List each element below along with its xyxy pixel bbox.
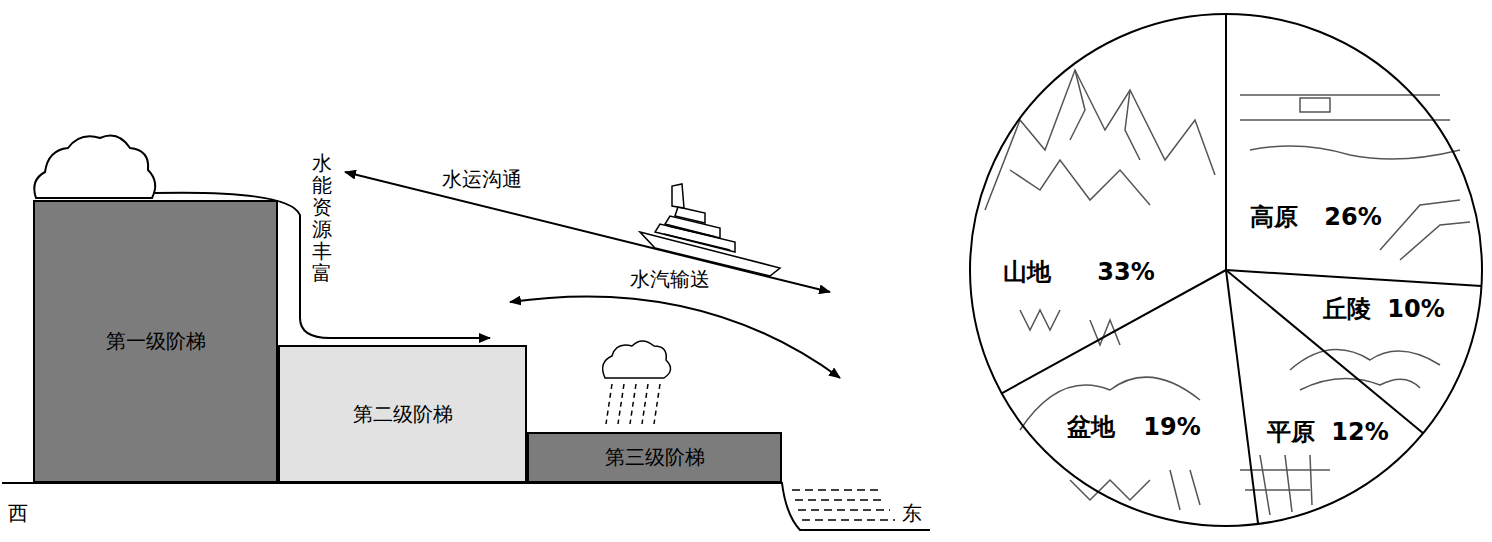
percentage: 19% xyxy=(1140,413,1203,441)
percentage: 10% xyxy=(1384,295,1447,323)
step-label: 第二级阶梯 xyxy=(353,401,453,428)
landform-name: 山地 xyxy=(1000,256,1054,288)
step-block: 第三级阶梯 xyxy=(527,432,782,483)
direction-label: 东 xyxy=(900,500,924,527)
percentage: 26% xyxy=(1321,203,1384,231)
direction-label: 西 xyxy=(6,500,30,527)
step-block: 第二级阶梯 xyxy=(278,345,527,483)
arrow-label: 水汽输送 xyxy=(628,266,712,293)
step-label: 第三级阶梯 xyxy=(605,444,705,471)
step-label: 第一级阶梯 xyxy=(106,328,206,355)
pie-sector: 丘陵 10% xyxy=(1318,292,1450,326)
water-transport-arrow xyxy=(345,172,830,292)
pie-sector: 平原 12% xyxy=(1262,415,1394,449)
arrow-label: 水运沟通 xyxy=(440,166,524,193)
glacier xyxy=(34,136,155,198)
rain-cloud xyxy=(603,341,671,424)
percentage: 33% xyxy=(1094,258,1157,286)
ship xyxy=(640,184,780,276)
ground-line xyxy=(2,483,930,530)
percentage: 12% xyxy=(1328,418,1391,446)
pie-chart xyxy=(970,14,1482,526)
vertical-note: 水能资源丰富 xyxy=(312,150,332,286)
landform-name: 平原 xyxy=(1264,416,1318,448)
sector-sketches xyxy=(985,70,1470,515)
pie-sector: 山地 33% xyxy=(998,255,1160,289)
landform-name: 高原 xyxy=(1247,201,1301,233)
landform-name: 盆地 xyxy=(1064,411,1118,443)
vapour-arrow xyxy=(510,296,840,378)
landform-name: 丘陵 xyxy=(1320,293,1374,325)
pie-sector: 高原 26% xyxy=(1245,200,1387,234)
step-block: 第一级阶梯 xyxy=(33,200,278,483)
pie-sector: 盆地 19% xyxy=(1062,410,1206,444)
